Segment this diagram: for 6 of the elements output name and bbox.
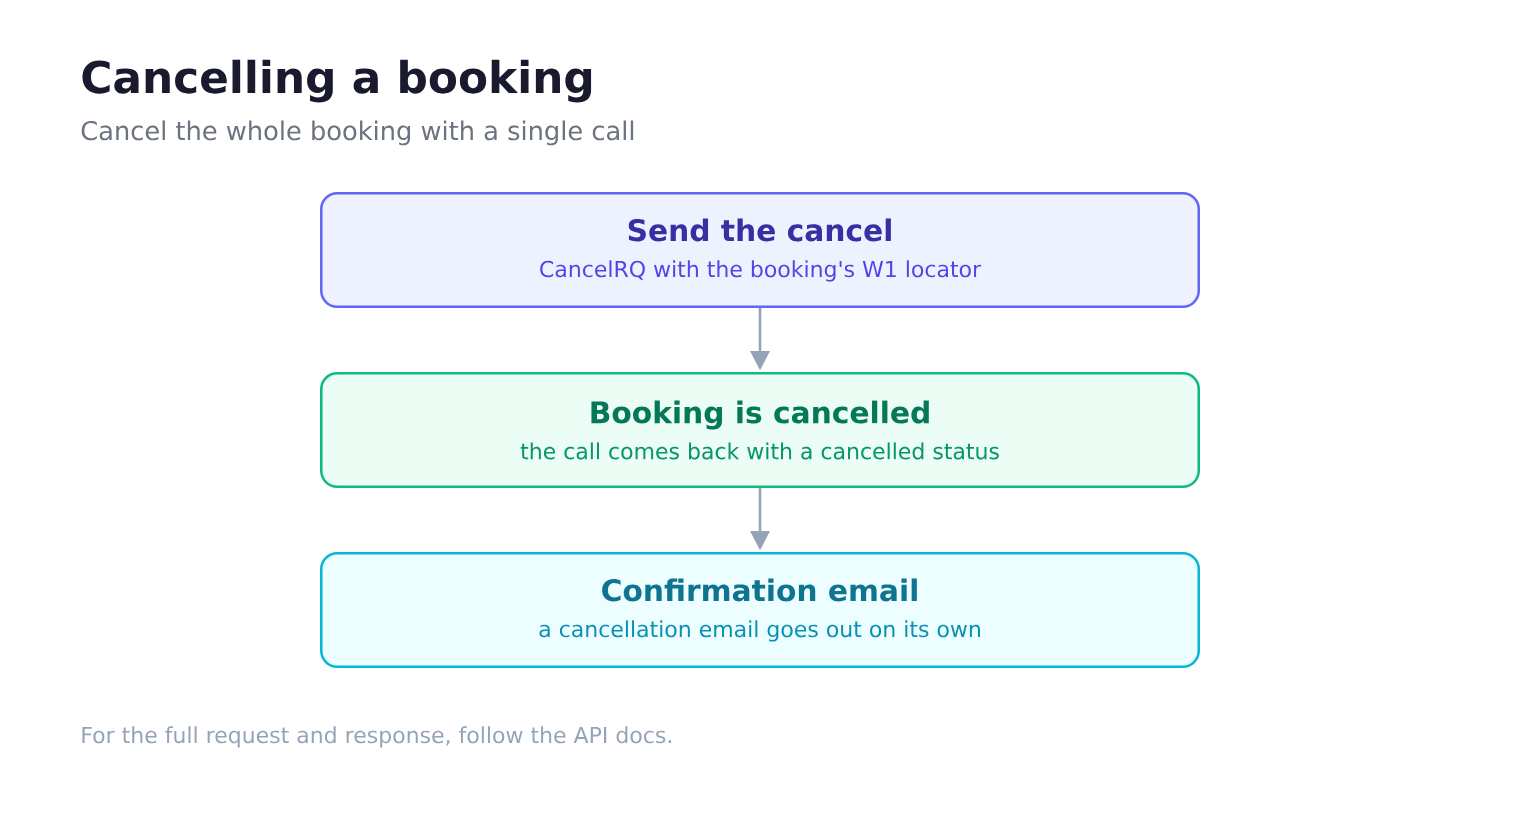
subtitle: Cancel the whole booking with a single call xyxy=(81,120,634,146)
process-box: Confirmation email a cancellation email goes out on its own xyxy=(320,552,1200,668)
process-box: Booking is cancelled the call comes back with a cancelled status xyxy=(320,372,1200,488)
process-box: Send the cancel CancelRQ with the booking's W1 locator xyxy=(320,192,1200,308)
footnote: For the full request and response, follow the API docs. xyxy=(82,726,671,748)
title: Cancelling a booking xyxy=(82,59,592,103)
